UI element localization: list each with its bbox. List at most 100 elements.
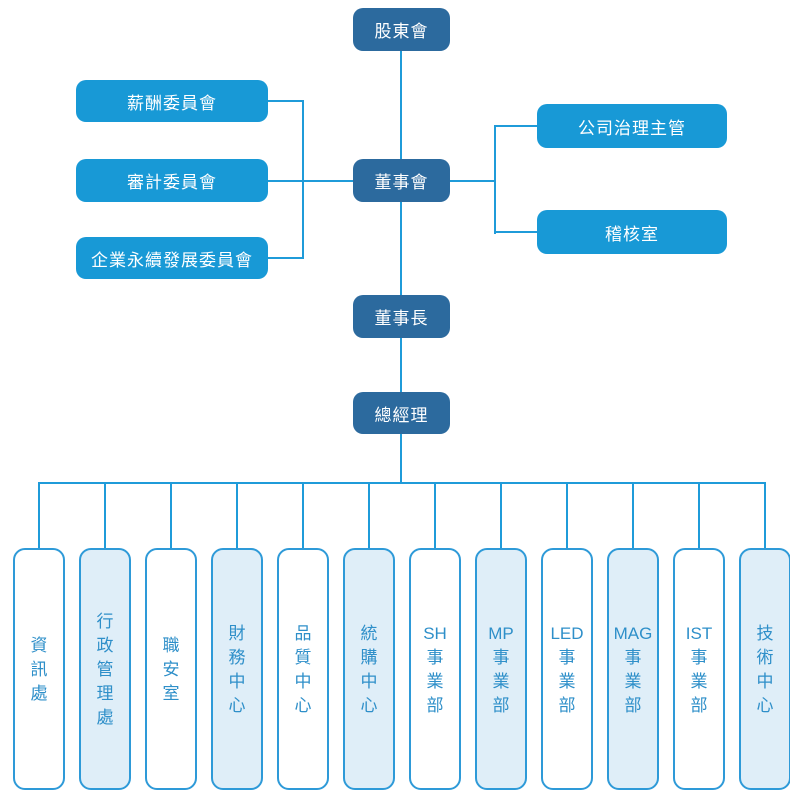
connector-line (494, 231, 537, 233)
dept-label: 技術中心 (757, 625, 774, 714)
dept-label: LED 事業部 (550, 625, 583, 714)
node-board-of-directors: 董事會 (353, 159, 450, 202)
dept-label-segment: 事 (624, 647, 642, 667)
node-president: 總經理 (353, 392, 450, 434)
dept-label-segment: 業 (426, 671, 444, 691)
node-governance-officer: 公司治理主管 (537, 104, 727, 148)
dept-label-segment: 部 (558, 695, 576, 715)
dept-label-segment: 質 (294, 647, 312, 667)
connector-line (170, 482, 172, 548)
dept-label-segment: 中 (756, 671, 774, 691)
dept-label-segment: 術 (756, 647, 774, 667)
dept-label-segment: 事 (558, 647, 576, 667)
connector-line (268, 257, 304, 259)
dept-label-segment: 統 (360, 623, 378, 643)
node-label: 審計委員會 (127, 173, 217, 192)
connector-line (236, 482, 238, 548)
dept-label-segment: 安 (162, 659, 180, 679)
dept-label: MAG 事業部 (614, 625, 653, 714)
dept-label-segment: 事 (492, 647, 510, 667)
dept-label-segment: 中 (228, 671, 246, 691)
connector-line (268, 180, 353, 182)
dept-label: 職安室 (163, 637, 180, 702)
node-chairman: 董事長 (353, 295, 450, 338)
dept-label-segment: 訊 (30, 659, 48, 679)
dept-label: 行政管理處 (97, 613, 114, 726)
dept-label-segment: 處 (96, 707, 114, 727)
dept-label-segment: 事 (690, 647, 708, 667)
dept-label: 財務中心 (229, 625, 246, 714)
dept-label-segment: 部 (690, 695, 708, 715)
connector-line (632, 482, 634, 548)
dept-label: IST 事業部 (686, 625, 712, 714)
dept-box: 統購中心 (343, 548, 395, 790)
connector-line (38, 482, 40, 548)
dept-label-segment: 心 (294, 695, 312, 715)
dept-label-segment: 心 (756, 695, 774, 715)
node-audit-committee: 審計委員會 (76, 159, 268, 202)
node-label: 薪酬委員會 (127, 93, 217, 113)
connector-line (400, 51, 402, 159)
dept-label-segment: 品 (294, 623, 312, 643)
dept-label: 品質中心 (295, 625, 312, 714)
dept-label: 資訊處 (31, 637, 48, 702)
dept-label-segment: 心 (360, 695, 378, 715)
dept-label-segment: 財 (228, 623, 246, 643)
node-shareholders-meeting: 股東會 (353, 8, 450, 51)
dept-label-segment: IST (685, 623, 713, 643)
node-label: 總經理 (374, 405, 429, 425)
dept-label-segment: 部 (492, 695, 510, 715)
dept-label-segment: 管 (96, 659, 114, 679)
connector-line (400, 338, 402, 392)
node-label: 企業永續發展委員會 (91, 250, 253, 270)
connector-line (400, 202, 402, 295)
dept-label-segment: 政 (96, 635, 114, 655)
dept-label-segment: 務 (228, 647, 246, 667)
dept-label-segment: LED (550, 623, 584, 643)
dept-box: SH 事業部 (409, 548, 461, 790)
connector-line (500, 482, 502, 548)
dept-box: 技術中心 (739, 548, 790, 790)
dept-label-segment: 心 (228, 695, 246, 715)
connector-line (302, 482, 304, 548)
dept-label-segment: SH (423, 623, 447, 643)
dept-box: 財務中心 (211, 548, 263, 790)
dept-label-segment: 中 (360, 671, 378, 691)
connector-line (494, 125, 537, 127)
dept-label-segment: 事 (426, 647, 444, 667)
connector-line (566, 482, 568, 548)
dept-label-segment: 部 (624, 695, 642, 715)
node-compensation-committee: 薪酬委員會 (76, 80, 268, 122)
dept-label-segment: 資 (30, 635, 48, 655)
connector-line (434, 482, 436, 548)
dept-label: 統購中心 (361, 625, 378, 714)
connector-line (268, 100, 304, 102)
dept-label-segment: 業 (492, 671, 510, 691)
connector-line (698, 482, 700, 548)
dept-label-segment: 中 (294, 671, 312, 691)
dept-box: 品質中心 (277, 548, 329, 790)
dept-label-segment: 部 (426, 695, 444, 715)
node-label: 稽核室 (605, 224, 659, 244)
dept-label-segment: 業 (690, 671, 708, 691)
connector-line (494, 125, 496, 234)
dept-label-segment: MAG (613, 623, 653, 643)
node-sustainability-committee: 企業永續發展委員會 (76, 237, 268, 279)
dept-label-segment: 理 (96, 683, 114, 703)
dept-box: 職安室 (145, 548, 197, 790)
dept-label-segment: 業 (558, 671, 576, 691)
connector-line (400, 433, 402, 484)
dept-label-segment: 業 (624, 671, 642, 691)
dept-box: LED 事業部 (541, 548, 593, 790)
node-label: 董事長 (374, 309, 429, 328)
node-label: 董事會 (374, 173, 429, 192)
connector-line (104, 482, 106, 548)
dept-label-segment: 購 (360, 647, 378, 667)
dept-box: 行政管理處 (79, 548, 131, 790)
dept-box: IST 事業部 (673, 548, 725, 790)
dept-label-segment: 處 (30, 683, 48, 703)
connector-line (450, 180, 496, 182)
dept-label-segment: 行 (96, 611, 114, 631)
